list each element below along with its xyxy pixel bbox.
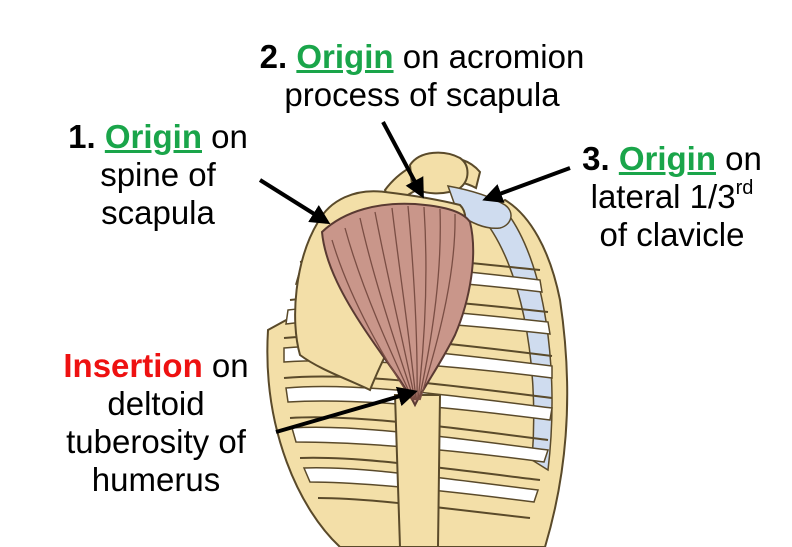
label-line: humerus <box>91 461 221 498</box>
label-text: on <box>716 140 762 177</box>
label-text: on acromion <box>393 38 585 75</box>
humerus-illustration <box>393 394 442 547</box>
label-origin-spine-of-scapula: 1. Origin on spine of scapula <box>52 118 264 232</box>
arrow-icon <box>258 121 571 434</box>
label-line: tuberosity of <box>66 423 246 460</box>
label-insertion-deltoid-tuberosity: Insertion on deltoid tuberosity of humer… <box>40 347 272 499</box>
deltoid-muscle-illustration <box>320 202 475 408</box>
insertion-keyword: Insertion <box>63 347 203 384</box>
label-number: 1. <box>68 118 96 155</box>
label-origin-acromion: 2. Origin on acromion process of scapula <box>232 38 612 114</box>
label-line: deltoid <box>107 385 205 422</box>
origin-keyword: Origin <box>104 118 202 155</box>
label-line: lateral 1/3 <box>590 178 736 215</box>
label-line: of clavicle <box>599 216 745 253</box>
origin-keyword: Origin <box>296 38 394 75</box>
label-line: process of scapula <box>284 76 560 113</box>
label-line: scapula <box>101 194 215 231</box>
label-line: spine of <box>100 156 216 193</box>
superscript: rd <box>735 177 754 199</box>
label-number: 3. <box>582 140 610 177</box>
label-number: 2. <box>259 38 288 75</box>
label-origin-clavicle: 3. Origin on lateral 1/3rd of clavicle <box>558 140 786 254</box>
label-text: on <box>202 347 249 384</box>
label-text: on <box>202 118 248 155</box>
origin-keyword: Origin <box>618 140 716 177</box>
